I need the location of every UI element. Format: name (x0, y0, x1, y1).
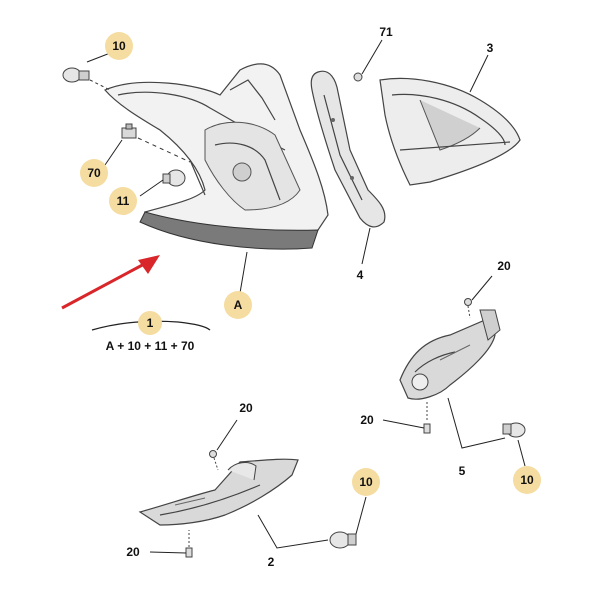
bulb-icon (329, 531, 357, 549)
svg-text:10: 10 (520, 473, 534, 487)
screw-icon (185, 530, 193, 558)
callout-bubble-10: 10 (105, 32, 133, 60)
screw-icon (353, 72, 363, 82)
svg-text:11: 11 (117, 194, 130, 208)
callout-20-right-top: 20 (497, 259, 511, 273)
assembly-formula: A + 10 + 11 + 70 (106, 339, 195, 353)
callout-20-left-top: 20 (239, 401, 253, 415)
bulb-icon (62, 67, 90, 83)
callout-20-left-bottom: 20 (126, 545, 140, 559)
callout-bubble-10-right: 10 (513, 466, 541, 494)
callout-2: 2 (268, 555, 275, 569)
socket-icon (121, 123, 137, 139)
callout-bubble-10-bottom: 10 (352, 468, 380, 496)
bulb-icon (162, 169, 186, 187)
callout-5: 5 (459, 464, 466, 478)
callout-4: 4 (357, 268, 364, 282)
screw-icon (464, 298, 472, 319)
svg-text:A: A (234, 298, 243, 312)
right-bracket-part (399, 309, 501, 400)
bulb-icon (502, 422, 526, 438)
red-arrow-icon (61, 255, 160, 310)
svg-text:10: 10 (112, 39, 126, 53)
screw-icon (209, 450, 219, 471)
screw-icon (423, 423, 431, 434)
callout-bubble-1: 1 (138, 311, 162, 335)
tail-lamp-housing (104, 63, 329, 250)
callout-20-right-mid: 20 (360, 413, 374, 427)
svg-text:1: 1 (147, 316, 154, 330)
callout-bubble-70: 70 (80, 159, 108, 187)
gasket-part (310, 70, 386, 228)
svg-text:70: 70 (87, 166, 101, 180)
reflector-part (379, 77, 521, 186)
callout-71: 71 (379, 25, 393, 39)
callout-bubble-11: 11 (109, 187, 137, 215)
svg-text:10: 10 (359, 475, 373, 489)
left-bracket-part (138, 458, 299, 526)
callout-3: 3 (487, 41, 494, 55)
callout-bubble-A: A (224, 291, 252, 319)
